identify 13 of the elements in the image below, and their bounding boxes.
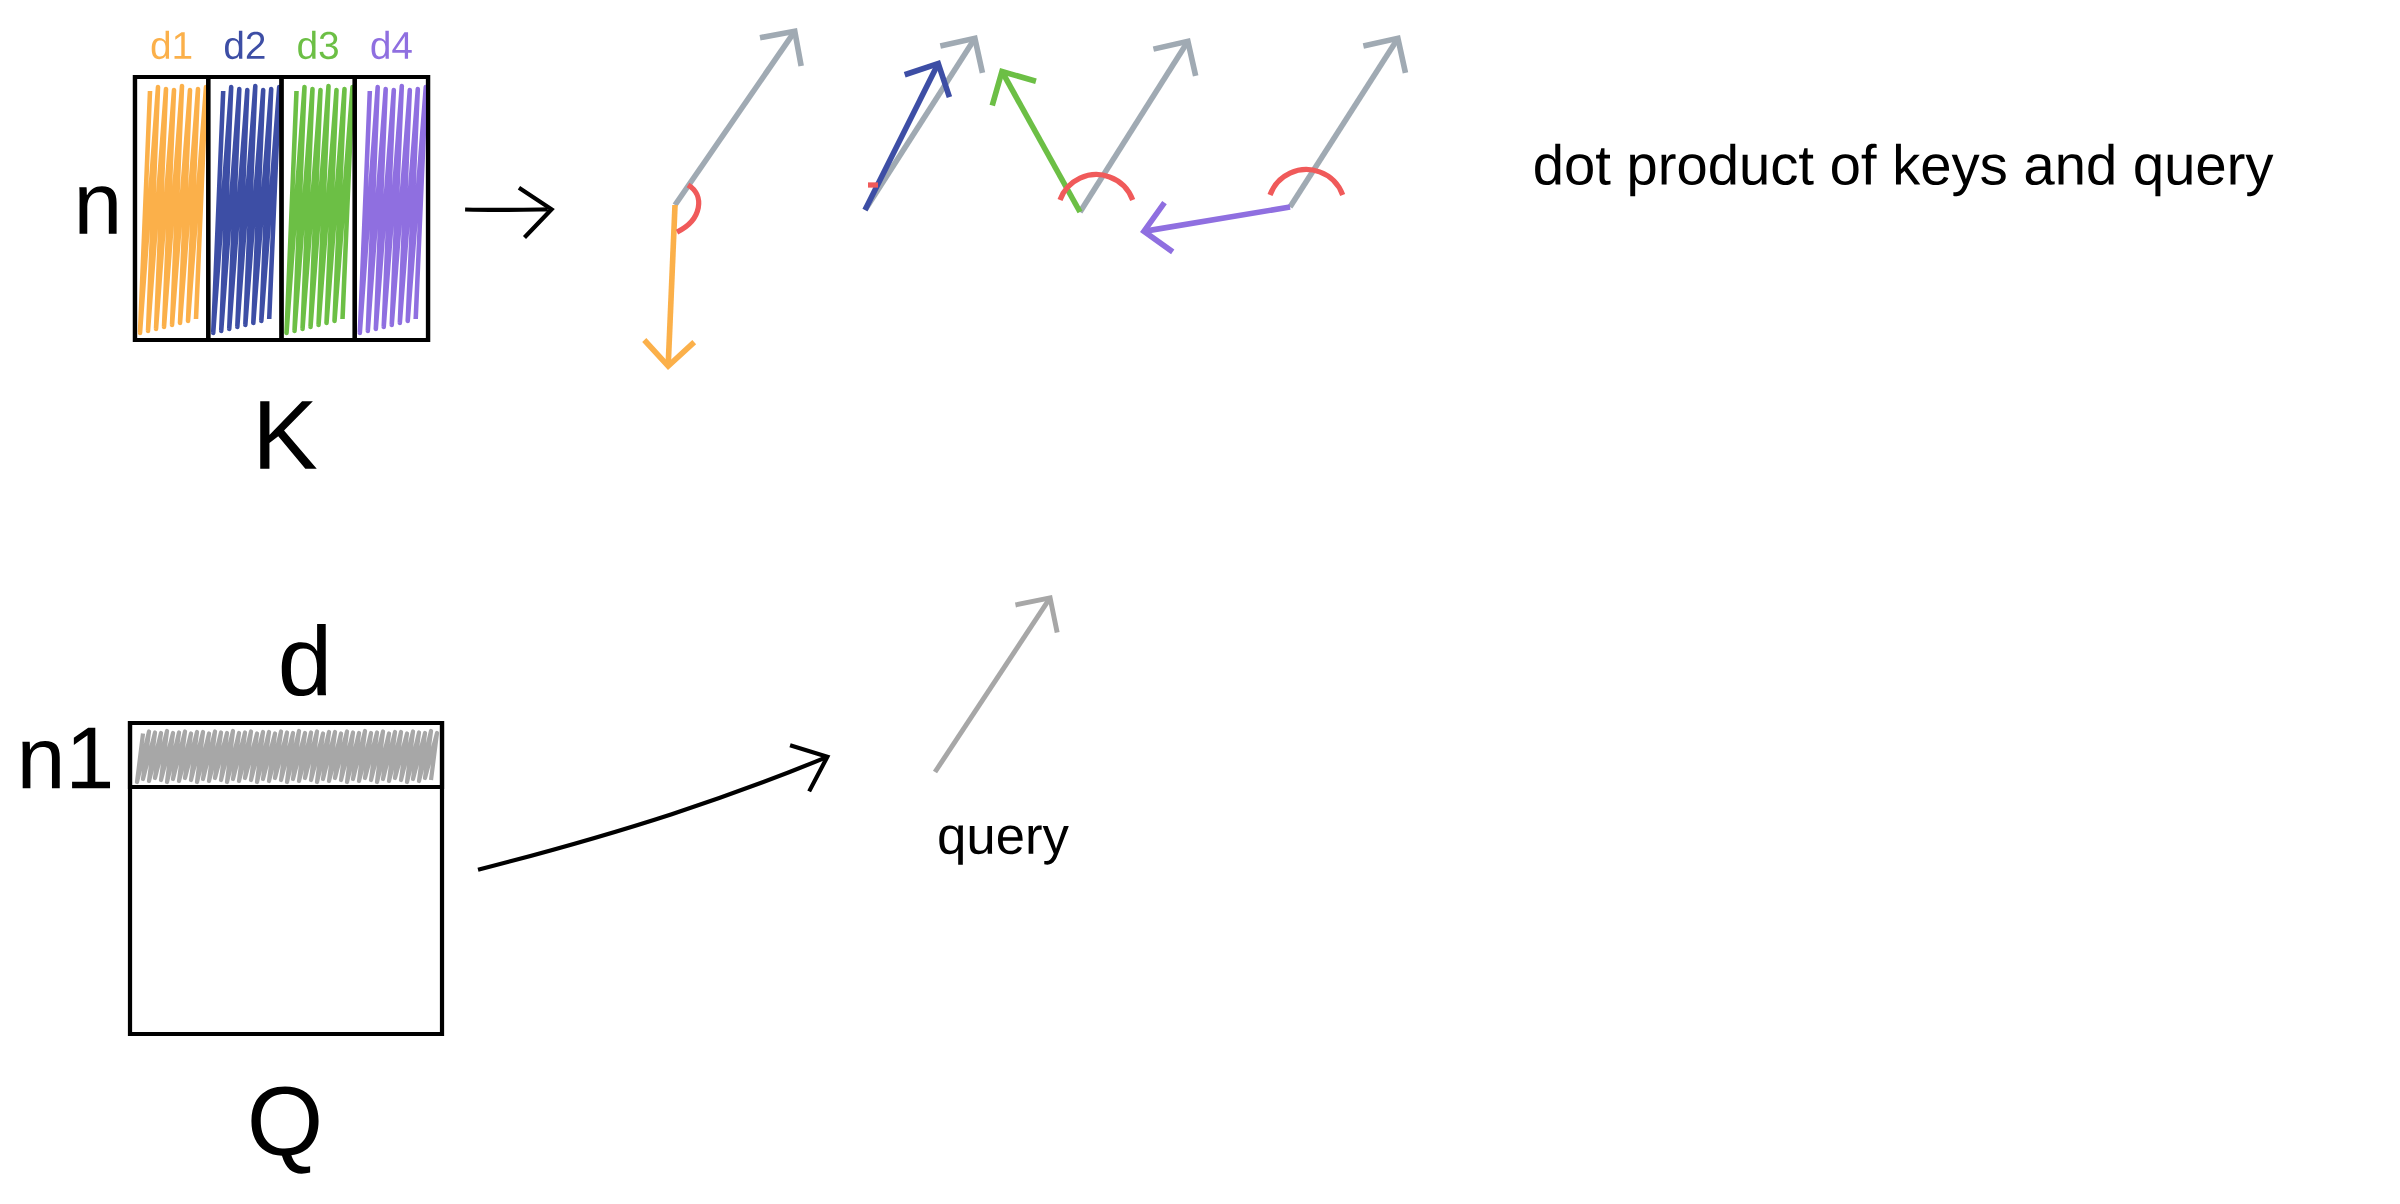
matrix-label: K [260, 401, 317, 469]
column-label: d2 [225, 30, 265, 60]
row-label: n [79, 186, 117, 234]
column-label: d1 [151, 30, 192, 60]
vector-drawing [642, 28, 1409, 370]
column-label: d3 [298, 30, 338, 60]
arrow [477, 743, 831, 872]
row-label: n1 [22, 727, 110, 789]
column-label: d [281, 623, 327, 697]
note: dot product of keys and query [1535, 143, 2274, 197]
matrix-label: Q [251, 1086, 319, 1174]
vector-label: query [939, 825, 1069, 865]
column-label: d4 [371, 30, 412, 60]
